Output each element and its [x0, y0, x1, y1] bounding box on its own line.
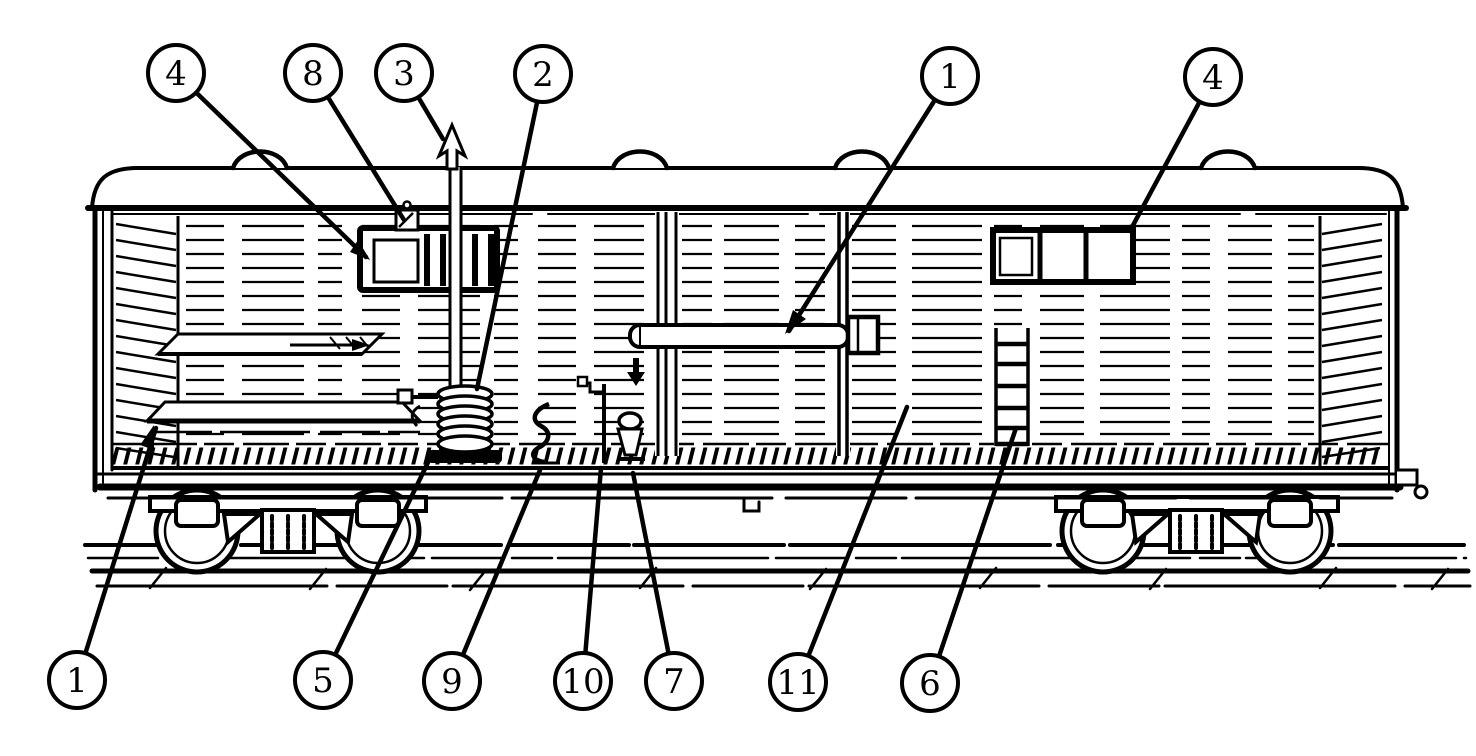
callout-6: 6	[900, 653, 960, 713]
spout-pipe	[576, 375, 606, 463]
left-shelves	[143, 332, 424, 434]
leader-5	[320, 449, 436, 683]
callout-5: 5	[293, 650, 353, 710]
pipe-coil	[428, 384, 502, 463]
track-rails	[83, 543, 1472, 592]
wall-ladder	[994, 328, 1030, 447]
journal-box	[355, 498, 401, 528]
roof-hatch-dome	[610, 149, 670, 171]
callouts: 4 8 3 2 1 4 1 5	[47, 43, 1243, 713]
callout-9: 9	[422, 651, 482, 711]
svg-text:11: 11	[776, 663, 819, 703]
svg-text:2: 2	[532, 55, 554, 95]
svg-text:1: 1	[66, 661, 88, 701]
callout-2: 2	[513, 44, 573, 104]
svg-text:5: 5	[312, 661, 334, 701]
airflow-up-arrow	[435, 121, 469, 171]
leader-6	[927, 425, 1019, 686]
leader-10	[580, 465, 604, 684]
vent-pipe	[435, 121, 469, 389]
roof-hatch-dome	[1198, 149, 1258, 171]
svg-text:4: 4	[1202, 58, 1224, 98]
left-bogie	[148, 487, 428, 575]
svg-text:7: 7	[663, 662, 685, 702]
svg-text:9: 9	[441, 662, 463, 702]
callout-1-bottom-left: 1	[47, 650, 107, 710]
leader-11	[795, 404, 910, 685]
callout-1-top-right: 1	[920, 46, 980, 106]
leader-1-top-right	[786, 73, 953, 334]
svg-text:4: 4	[165, 54, 187, 94]
s-drain-pipe	[530, 401, 560, 465]
end-buffer-hook	[1395, 468, 1419, 487]
callout-4-top-right: 4	[1183, 47, 1243, 107]
leader-2	[474, 71, 546, 392]
track-tie-marks	[148, 566, 1450, 592]
airflow-down-arrow	[627, 358, 645, 386]
roof-hatch-dome	[832, 149, 892, 171]
callout-10: 10	[553, 651, 613, 711]
leader-1-bottom-left	[74, 425, 159, 683]
drain-funnel	[616, 411, 645, 461]
removable-crossbar	[628, 314, 881, 356]
callout-7: 7	[644, 651, 704, 711]
journal-box	[1080, 498, 1126, 528]
svg-text:1: 1	[939, 57, 961, 97]
svg-text:6: 6	[919, 664, 941, 704]
callout-3: 3	[374, 43, 434, 103]
callout-11: 11	[768, 652, 828, 712]
journal-box	[1267, 498, 1313, 528]
svg-text:10: 10	[561, 662, 604, 702]
lower-shelf	[143, 400, 424, 423]
valve-fitting	[396, 388, 438, 428]
leader-7	[630, 470, 677, 684]
underframe-hook	[742, 496, 761, 513]
floor	[111, 442, 1388, 470]
car-body	[85, 149, 1429, 513]
svg-text:3: 3	[393, 54, 415, 94]
vent-grille-box	[990, 227, 1136, 285]
svg-text:8: 8	[302, 54, 324, 94]
journal-box	[174, 498, 220, 528]
right-bogie	[1054, 487, 1340, 575]
callout-8: 8	[283, 43, 343, 103]
leader-4-top-left	[173, 70, 369, 260]
callout-4-top-left: 4	[146, 43, 206, 103]
leader-9	[449, 467, 543, 684]
roof	[89, 166, 1406, 210]
